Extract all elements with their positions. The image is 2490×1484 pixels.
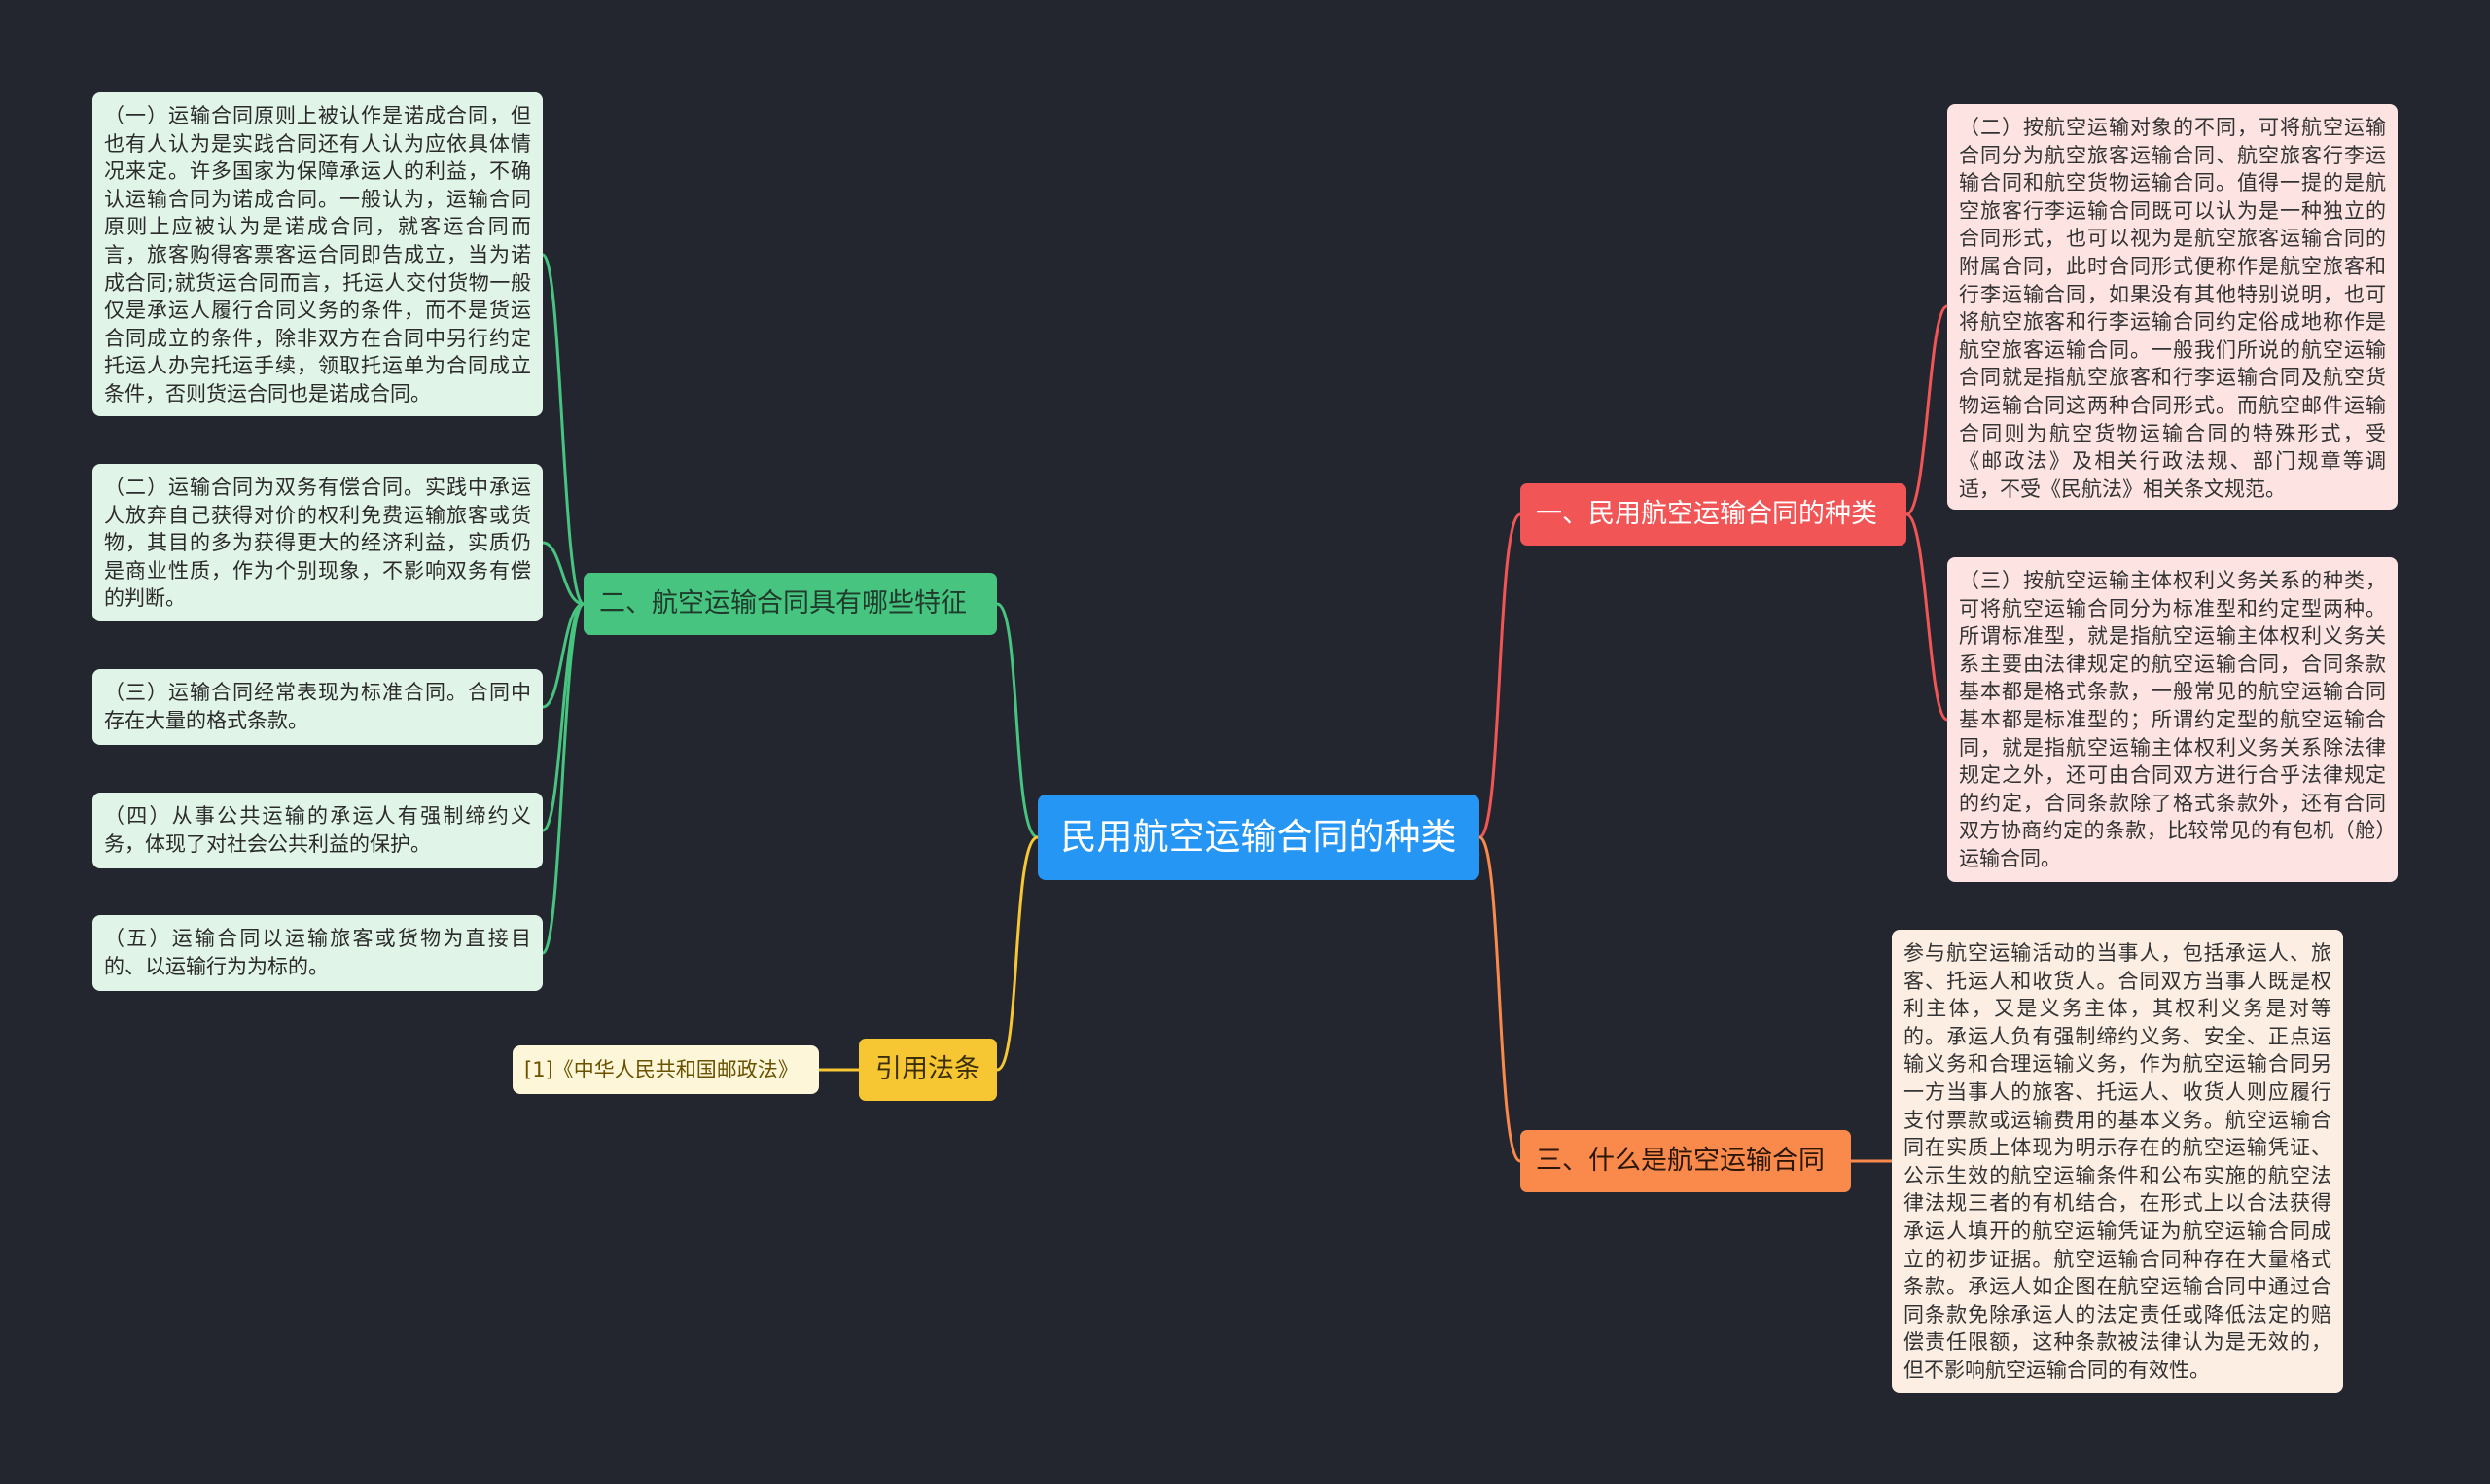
topic-what-is[interactable]: 三、什么是航空运输合同 <box>1520 1130 1851 1192</box>
link-types-1 <box>1905 304 1948 516</box>
features-leaf-2[interactable]: （二）运输合同为双务有偿合同。实践中承运人放弃自己获得对价的权利免费运输旅客或货… <box>92 464 543 621</box>
topic-citation[interactable]: 引用法条 <box>859 1039 997 1101</box>
topic-types[interactable]: 一、民用航空运输合同的种类 <box>1520 483 1906 546</box>
features-leaf-1[interactable]: （一）运输合同原则上被认作是诺成合同，但也有人认为是实践合同还有人认为应依具体情… <box>92 92 543 416</box>
link-features-1 <box>541 253 586 606</box>
root-topic[interactable]: 民用航空运输合同的种类 <box>1038 795 1479 880</box>
link-root-what <box>1478 835 1521 1163</box>
link-root-features <box>996 602 1039 839</box>
what-leaf-1[interactable]: 参与航空运输活动的当事人，包括承运人、旅客、托运人和收货人。合同双方当事人既是权… <box>1892 930 2343 1393</box>
features-leaf-5[interactable]: （五）运输合同以运输旅客或货物为直接目的、以运输行为为标的。 <box>92 915 543 991</box>
link-features-4 <box>542 602 585 832</box>
types-leaf-1[interactable]: （二）按航空运输对象的不同，可将航空运输合同分为航空旅客运输合同、航空旅客行李运… <box>1947 104 2398 510</box>
features-leaf-4[interactable]: （四）从事公共运输的承运人有强制缔约义务，体现了对社会公共利益的保护。 <box>92 793 543 868</box>
citation-leaf-1[interactable]: [1]《中华人民共和国邮政法》 <box>513 1045 819 1094</box>
link-root-cite <box>996 835 1039 1072</box>
link-features-3 <box>542 602 585 709</box>
link-types-2 <box>1905 512 1948 722</box>
features-leaf-3[interactable]: （三）运输合同经常表现为标准合同。合同中存在大量的格式条款。 <box>92 669 543 745</box>
link-features-2 <box>542 541 585 606</box>
link-root-types <box>1478 512 1521 839</box>
link-features-5 <box>541 602 586 955</box>
topic-features[interactable]: 二、航空运输合同具有哪些特征 <box>584 573 997 635</box>
types-leaf-2[interactable]: （三）按航空运输主体权利义务关系的种类，可将航空运输合同分为标准型和约定型两种。… <box>1947 557 2398 882</box>
